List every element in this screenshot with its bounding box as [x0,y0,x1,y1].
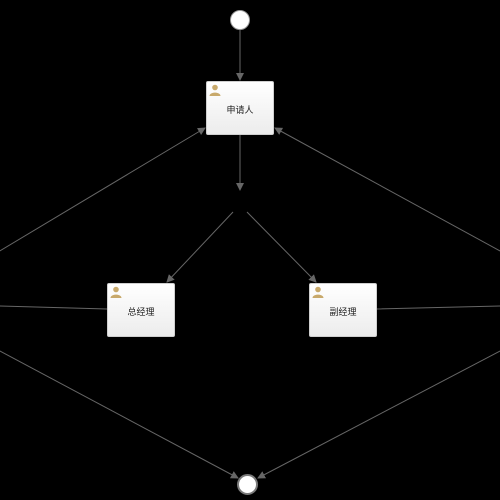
edge-deputy-manager-to-applicant[interactable] [274,127,500,310]
end-event[interactable] [237,474,258,495]
edge-split-to-general-manager[interactable] [166,211,234,283]
user-icon [312,286,324,298]
user-icon [110,286,122,298]
edge-split-to-deputy-manager[interactable] [246,211,317,283]
start-event[interactable] [230,10,250,30]
edge-general-manager-to-applicant[interactable] [0,127,206,310]
edge-deputy-manager-to-end[interactable] [257,350,500,479]
edge-general-manager-to-end[interactable] [0,350,239,479]
task-label: 总经理 [127,307,155,318]
task-label: 申请人 [226,105,254,116]
task-applicant[interactable]: 申请人 [206,81,274,135]
user-icon [209,84,221,96]
task-deputy-manager[interactable]: 副经理 [309,283,377,337]
task-label: 副经理 [329,307,357,318]
task-general-manager[interactable]: 总经理 [107,283,175,337]
